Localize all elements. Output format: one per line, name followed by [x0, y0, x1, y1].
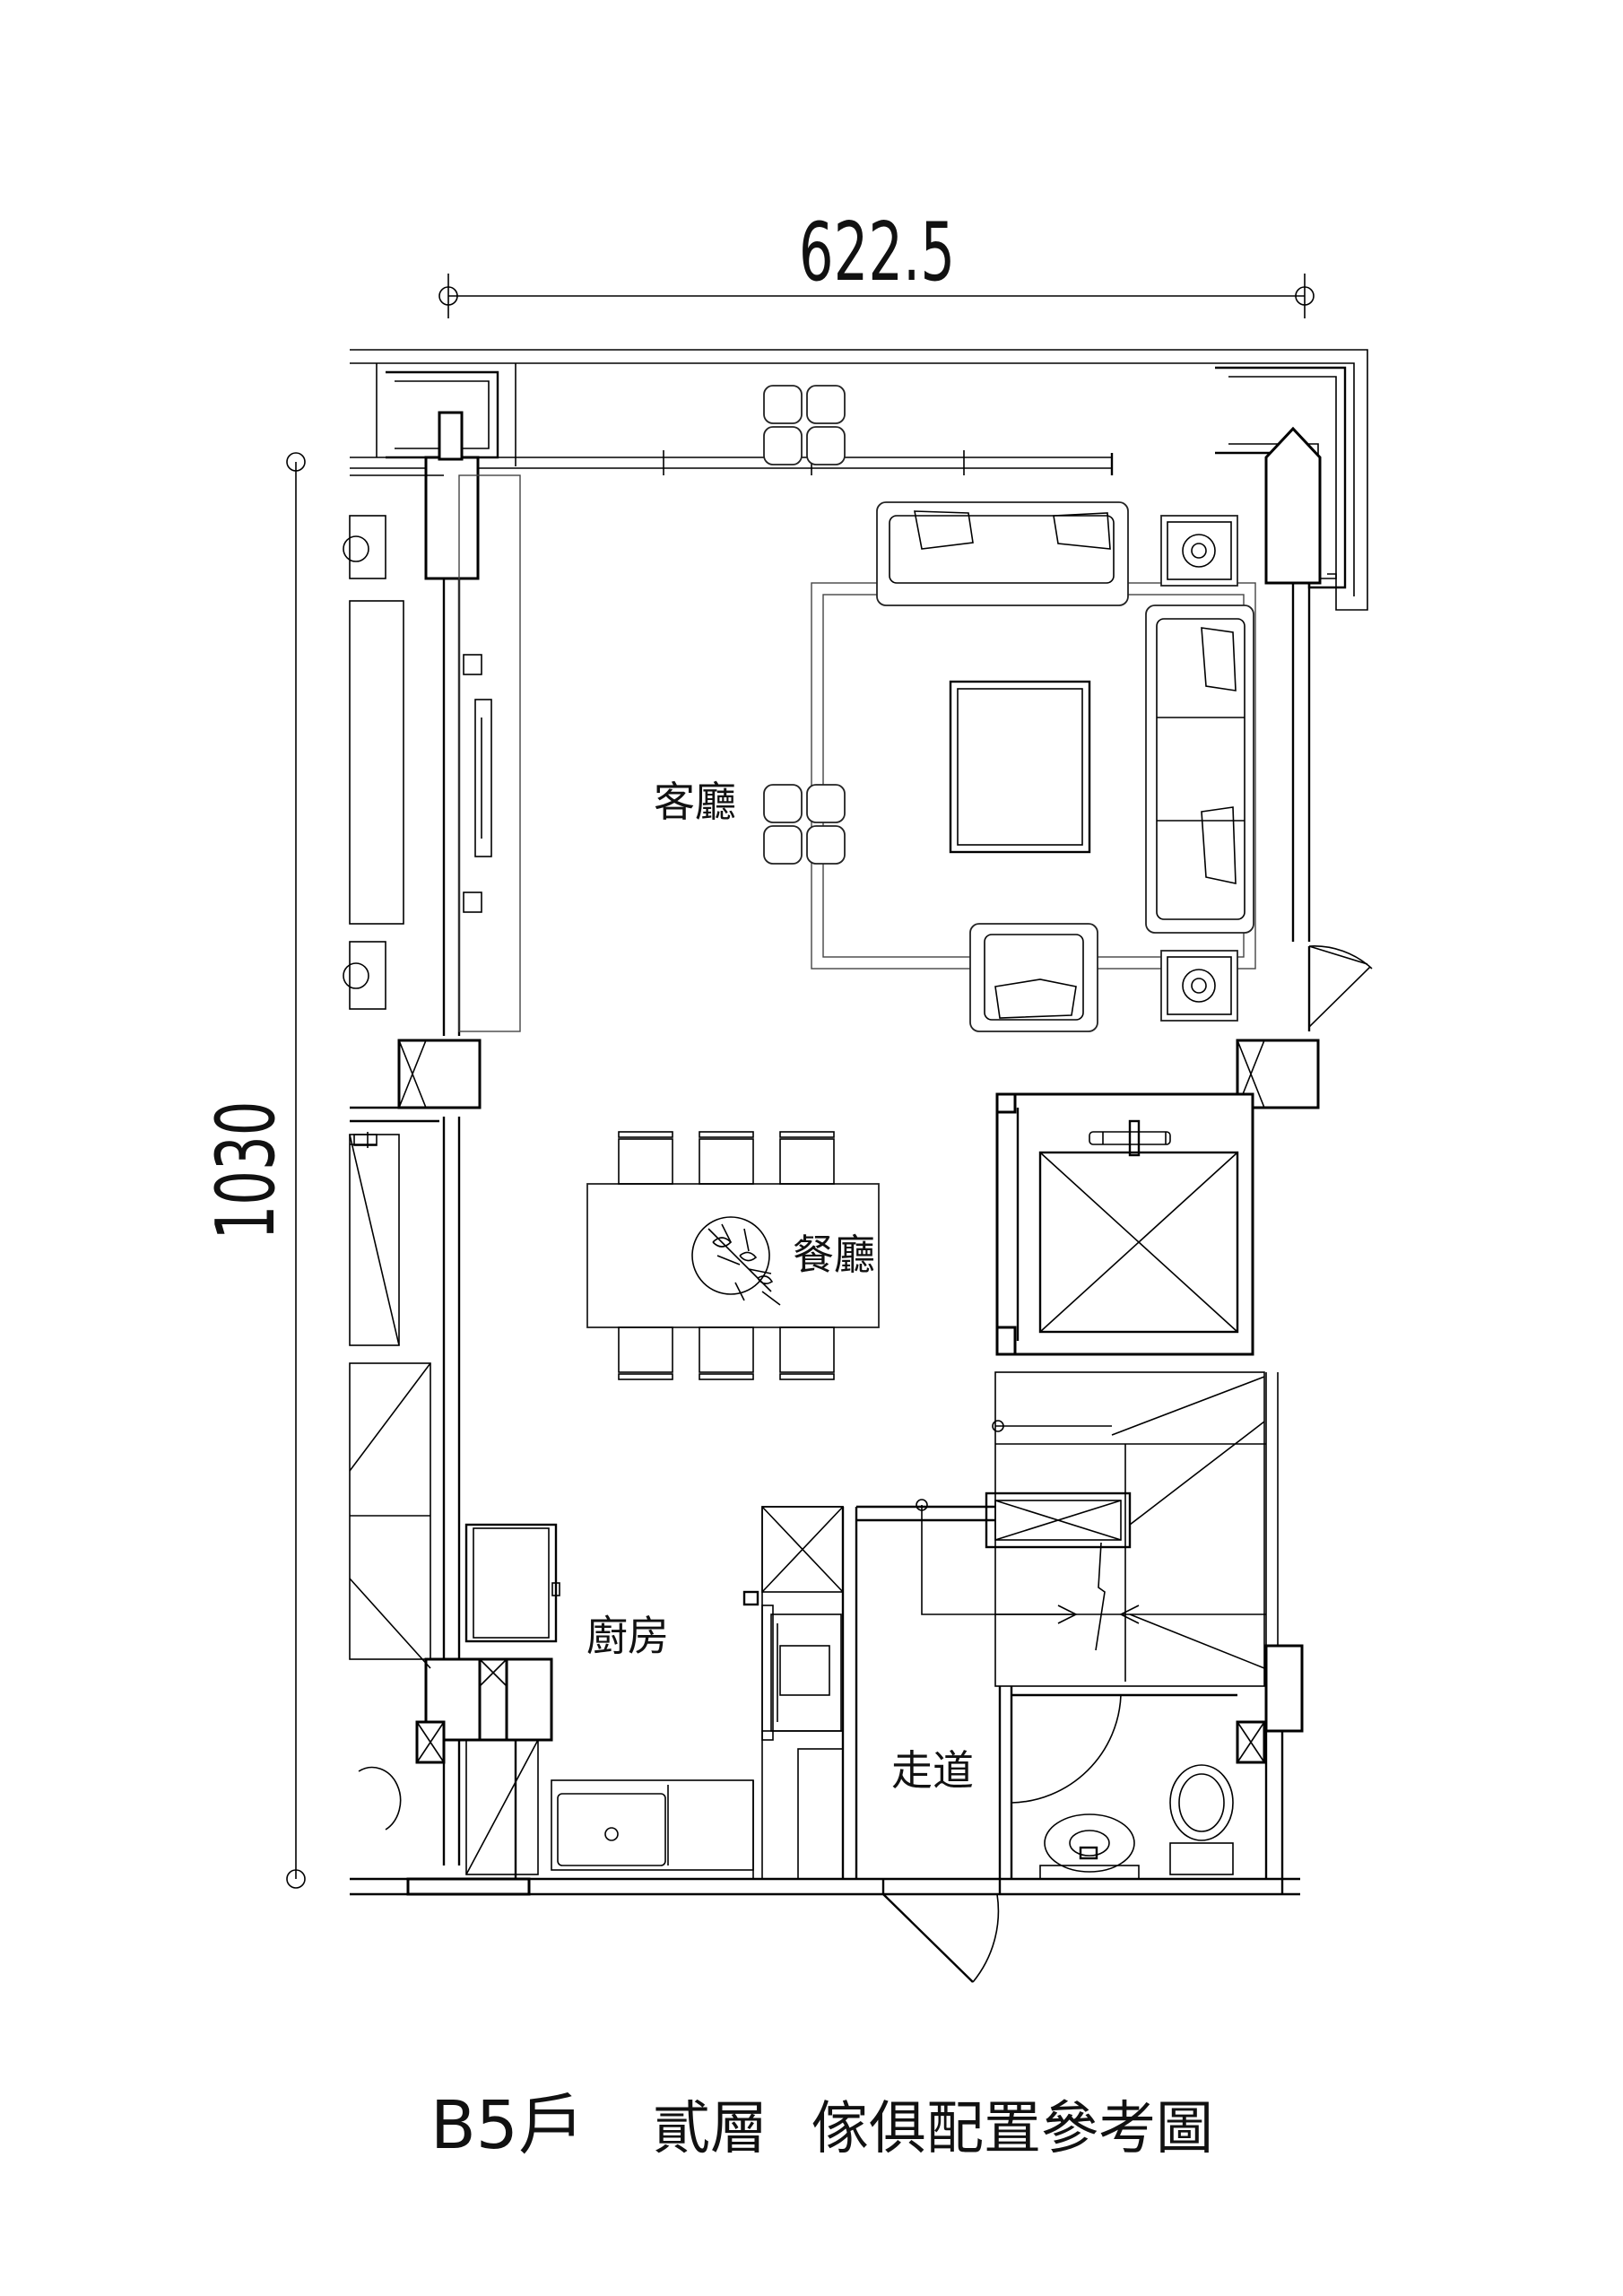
entry-door[interactable] — [881, 1879, 1002, 1983]
room-label-corridor: 走道 — [891, 1746, 974, 1795]
room-label-dining: 餐廳 — [793, 1231, 875, 1279]
width-label: 622.5 — [799, 206, 955, 300]
caption-unit: B5戶 — [430, 2087, 585, 2164]
living-side-door[interactable] — [1307, 945, 1373, 1031]
height-dimension: 1030 — [200, 452, 306, 1889]
elevator-icon — [350, 1132, 378, 1148]
bathroom — [998, 1686, 1237, 1880]
dining-set — [586, 1131, 880, 1380]
room-label-kitchen: 廚房 — [586, 1612, 669, 1660]
height-label: 1030 — [200, 1101, 293, 1240]
room-label-living: 客廳 — [654, 778, 736, 826]
neighbor-left — [343, 515, 431, 1831]
tv-wall — [458, 474, 521, 1032]
width-dimension: 622.5 — [438, 206, 1315, 318]
elevator — [995, 1092, 1254, 1356]
plan-caption: B5戶 貳層 傢俱配置參考圖 — [430, 2087, 1213, 2164]
kitchen — [464, 1505, 995, 1880]
caption-floor: 貳層 — [653, 2096, 768, 2162]
living-room-set — [763, 385, 1256, 1032]
plant-logo-icon — [691, 1216, 781, 1306]
stairs — [916, 1371, 1279, 1687]
caption-title: 傢俱配置參考圖 — [812, 2096, 1213, 2162]
